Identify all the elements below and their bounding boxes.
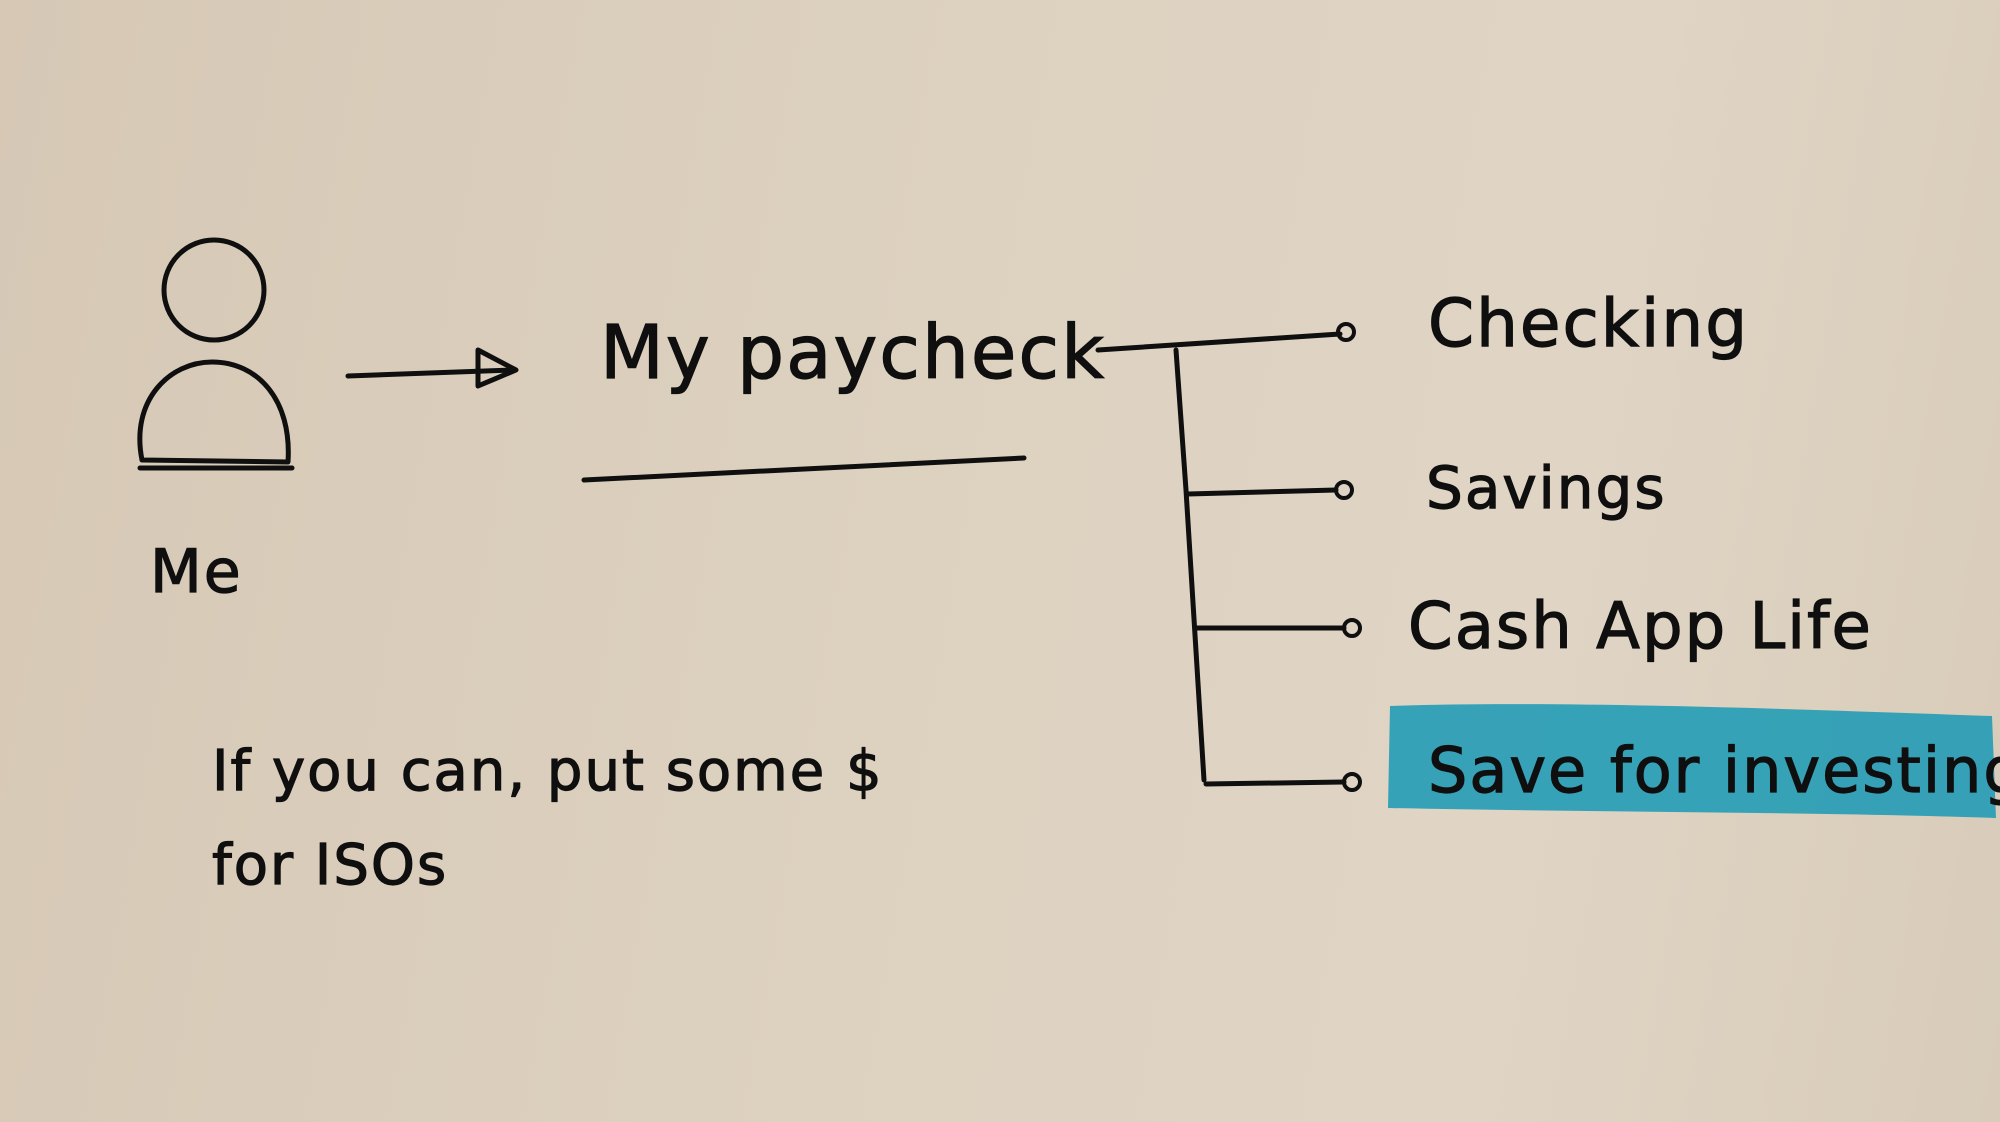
note-line-2: for ISOs xyxy=(212,833,448,898)
branch-node-cash-app xyxy=(1342,618,1362,638)
branch-label-cash-app: Cash App Life xyxy=(1408,590,1873,664)
branch-label-investing: Save for investing xyxy=(1428,734,2000,807)
paycheck-label: My paycheck xyxy=(600,310,1106,396)
arrow-icon xyxy=(345,347,519,389)
branch-node-checking xyxy=(1336,322,1356,342)
person-label: Me xyxy=(150,537,243,607)
branch-tree xyxy=(1095,322,1362,792)
person-icon xyxy=(137,237,295,471)
highlighter-mark xyxy=(1388,704,1996,818)
branch-label-savings: Savings xyxy=(1426,454,1667,522)
note-line-1: If you can, put some $ xyxy=(212,739,884,804)
branch-label-checking: Checking xyxy=(1428,285,1749,362)
branch-node-savings xyxy=(1334,480,1354,500)
branch-node-investing xyxy=(1342,772,1362,792)
paycheck-underline xyxy=(581,455,1027,483)
